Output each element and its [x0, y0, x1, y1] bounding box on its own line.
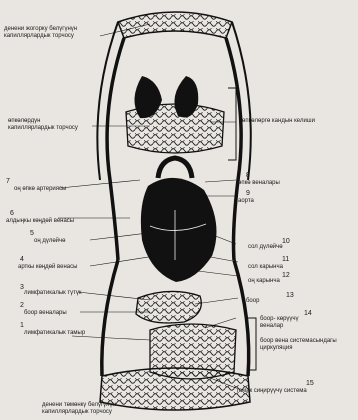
label-aorta: аорта — [238, 198, 254, 205]
label-right-ventricle: оң карынча — [248, 278, 280, 285]
label-portal-system: боор вена системасындагы циркуляция — [260, 338, 337, 352]
label-right-pulmonary-artery: оң өпкө артериясы — [14, 186, 66, 193]
number-7: 7 — [6, 178, 10, 186]
label-upper-capillaries: денени жогорку белүгүнүн капиллярлардык … — [4, 26, 77, 40]
label-left-atrium: сол дүлөйчө — [248, 244, 283, 251]
label-lymph-vessel: лимфатикалык тамыр — [24, 330, 85, 337]
label-left-ventricle: сол карынча — [248, 264, 283, 271]
number-1: 1 — [20, 322, 24, 330]
heart — [141, 158, 217, 282]
label-digestive-system: тамак сиңирүүчү система — [236, 388, 307, 395]
label-portal-vein: боор- көрүүчү веналар — [260, 316, 299, 330]
lower-capillary-network — [100, 368, 250, 410]
label-superior-vena-cava: алдыңкы көңдөй венасы — [6, 218, 74, 225]
label-hepatic-veins: боор веналары — [24, 310, 67, 317]
number-4: 4 — [20, 256, 24, 264]
number-6: 6 — [10, 210, 14, 218]
label-lung-capillaries: өпкөлөрдүн капиллярлардык торчосу — [8, 118, 78, 132]
label-right-atrium: оң дүлөйчө — [34, 238, 65, 245]
number-12: 12 — [282, 272, 290, 280]
lung-capillary-network — [126, 104, 224, 153]
number-5: 5 — [30, 230, 34, 238]
number-14: 14 — [304, 310, 312, 318]
bracket-pulmonary — [228, 88, 236, 160]
number-11: 11 — [282, 256, 289, 264]
label-lower-capillaries: денени төмөнкү белүгүнүн капиллярлардык … — [42, 402, 116, 416]
label-inferior-vena-cava: арткы көңдөй венасы — [18, 264, 77, 271]
number-10: 10 — [282, 238, 290, 246]
number-2: 2 — [20, 302, 24, 310]
label-liver: боор — [246, 298, 259, 305]
liver — [136, 291, 201, 323]
number-13: 13 — [286, 292, 294, 300]
number-8: 8 — [246, 172, 250, 180]
label-lymph-duct: лимфатикалык түтүк — [24, 290, 82, 297]
number-9: 9 — [246, 190, 250, 198]
upper-capillary-network — [118, 12, 232, 38]
label-pulmonary-veins: өпкө веналары — [238, 180, 280, 187]
number-15: 15 — [306, 380, 314, 388]
label-pulmonary-circulation: өпкөлөргө кандын келиши — [242, 118, 315, 125]
